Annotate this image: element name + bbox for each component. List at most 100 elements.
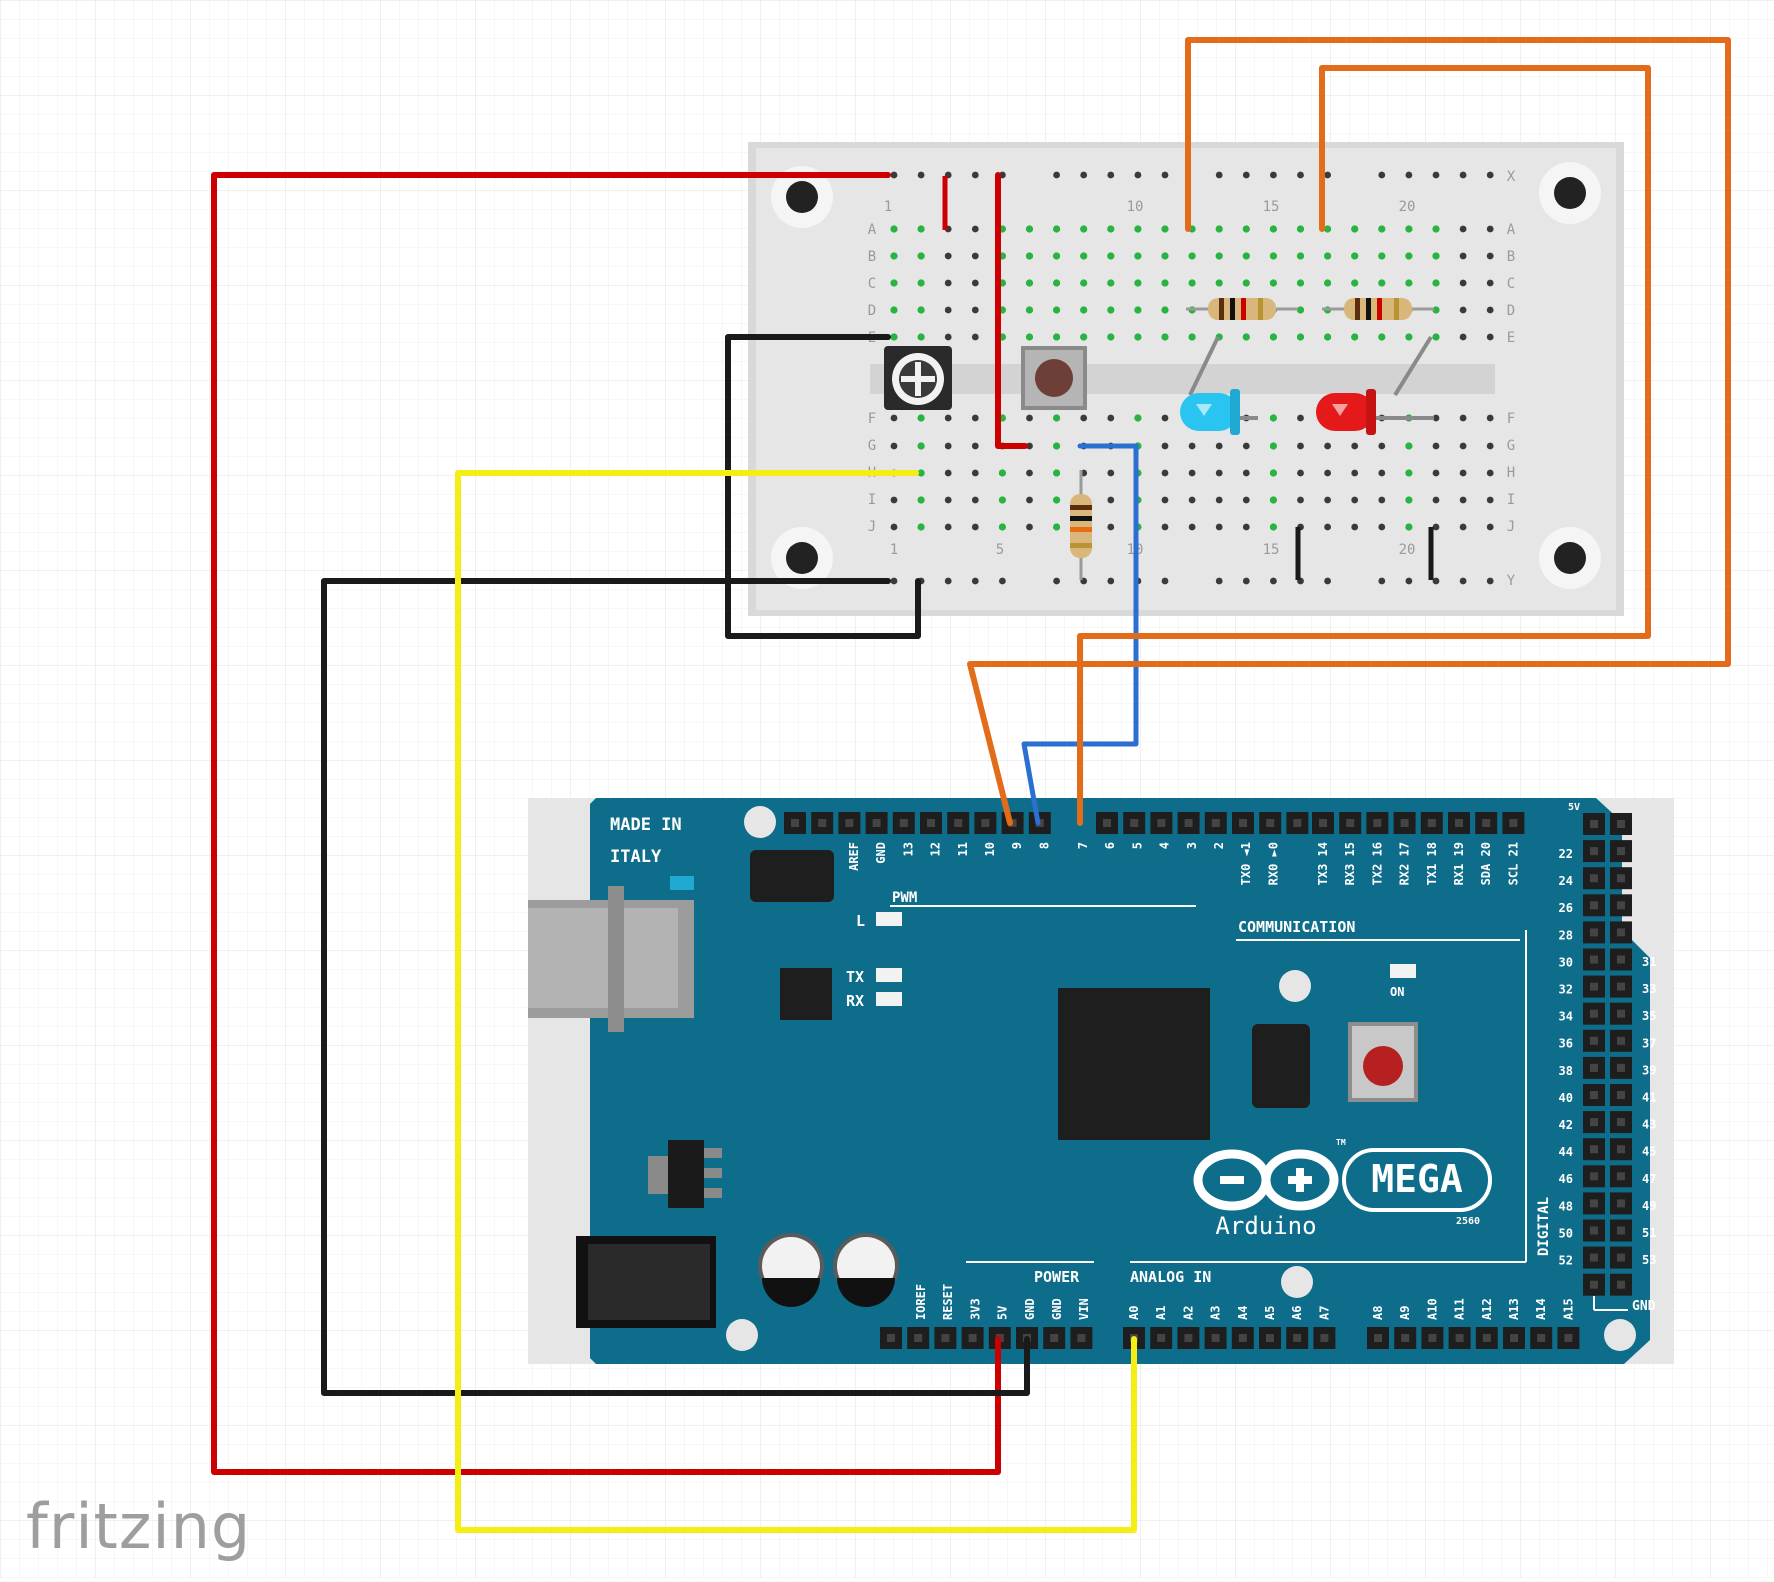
row-letter: H	[1507, 465, 1515, 481]
rail-hole	[1459, 171, 1467, 179]
connected-hole	[1296, 252, 1305, 260]
pin-label: 31	[1642, 955, 1656, 969]
pin-label: A9	[1398, 1306, 1412, 1320]
connected-hole	[1161, 279, 1169, 287]
rail-hole	[1134, 171, 1142, 179]
breadboard-hole	[1324, 496, 1331, 504]
breadboard-hole	[971, 279, 979, 287]
connected-hole	[1134, 225, 1142, 233]
breadboard-hole	[1297, 414, 1304, 422]
connected-hole	[1025, 306, 1034, 314]
connected-hole	[1107, 279, 1115, 287]
led-l-label: L	[856, 912, 865, 930]
led-on	[1390, 964, 1416, 978]
col-number: 1	[890, 542, 898, 558]
icsp-header	[750, 850, 834, 902]
pin-label: 9	[1010, 842, 1024, 849]
breadboard-hole	[1215, 523, 1223, 531]
connected-hole	[1378, 225, 1386, 233]
pin-label: 45	[1642, 1145, 1656, 1159]
connected-hole	[1296, 333, 1305, 341]
breadboard-hole	[1297, 442, 1304, 450]
pin-label: 42	[1559, 1118, 1573, 1132]
pin-label: A8	[1371, 1306, 1385, 1320]
connected-hole	[1107, 252, 1115, 260]
pin-label: A14	[1534, 1298, 1548, 1320]
connected-hole	[1161, 225, 1169, 233]
breadboard-hole	[1324, 523, 1331, 531]
connected-hole	[917, 333, 925, 341]
col-number: 1	[884, 199, 892, 215]
pin-label: RESET	[941, 1284, 955, 1320]
row-letter: J	[1507, 519, 1515, 535]
breadboard-hole	[1188, 523, 1196, 531]
pin-label: 10	[983, 842, 997, 856]
rail-hole	[1080, 171, 1088, 179]
breadboard-hole	[1459, 252, 1467, 260]
connected-hole	[890, 279, 898, 287]
rail-hole	[1486, 171, 1494, 179]
pin-label: SDA 20	[1479, 842, 1493, 885]
connected-hole	[890, 225, 898, 233]
rail-label: Y	[1507, 573, 1516, 589]
row-letter: J	[868, 519, 876, 535]
rail-hole	[890, 171, 898, 179]
led-blue	[1180, 336, 1258, 435]
breadboard-hole	[1242, 469, 1250, 477]
breadboard-hole	[1161, 496, 1169, 504]
connected-hole	[890, 252, 898, 260]
resistor	[1322, 298, 1434, 320]
pin-label: A4	[1236, 1306, 1250, 1320]
breadboard-hole	[890, 414, 898, 422]
pin-label: 44	[1559, 1145, 1573, 1159]
voltage-regulator	[668, 1140, 704, 1208]
pin-label: 36	[1559, 1037, 1573, 1051]
breadboard-hole	[944, 523, 952, 531]
connected-hole	[1296, 306, 1305, 314]
pin-label: 13	[901, 842, 915, 856]
connected-hole	[1269, 414, 1277, 422]
connected-hole	[1405, 252, 1413, 260]
breadboard-hole	[1188, 496, 1196, 504]
pin-label: A10	[1425, 1298, 1439, 1320]
pin-label: 35	[1642, 1009, 1656, 1023]
breadboard-hole	[1188, 442, 1196, 450]
connected-hole	[1215, 225, 1223, 233]
led-tx-label: TX	[846, 968, 864, 986]
breadboard-hole	[1351, 496, 1359, 504]
mounting-hole	[1539, 162, 1601, 224]
breadboard-hole	[1486, 252, 1494, 260]
breadboard-hole	[890, 523, 898, 531]
pin-label: 28	[1559, 928, 1573, 942]
connected-hole	[1053, 279, 1061, 287]
tm-label: TM	[1336, 1138, 1346, 1147]
rail-hole	[890, 577, 898, 585]
led-red	[1316, 335, 1434, 435]
pin-label: 40	[1559, 1091, 1573, 1105]
led-tx	[876, 968, 902, 982]
pin-label: 38	[1559, 1064, 1573, 1078]
connected-hole	[1432, 225, 1440, 233]
rail-hole	[1324, 577, 1331, 585]
connected-hole	[1324, 252, 1332, 260]
col-number: 10	[1127, 199, 1144, 215]
led-on-label: ON	[1390, 985, 1404, 999]
connected-hole	[1053, 414, 1061, 422]
pin-label: 30	[1559, 955, 1573, 969]
breadboard-hole	[944, 333, 952, 341]
rail-hole	[1486, 577, 1494, 585]
breadboard-hole	[944, 279, 952, 287]
pin-label: TX3 14	[1316, 842, 1330, 885]
breadboard-hole	[1459, 333, 1467, 341]
breadboard-hole	[1459, 414, 1467, 422]
breadboard-hole	[971, 333, 979, 341]
connected-hole	[917, 225, 925, 233]
pushbutton	[1021, 346, 1087, 410]
rail-hole	[1215, 171, 1223, 179]
breadboard-hole	[971, 496, 979, 504]
pin-label: A13	[1507, 1298, 1521, 1320]
col-number: 20	[1399, 199, 1416, 215]
row-letter: B	[1507, 249, 1515, 265]
connected-hole	[1351, 252, 1359, 260]
